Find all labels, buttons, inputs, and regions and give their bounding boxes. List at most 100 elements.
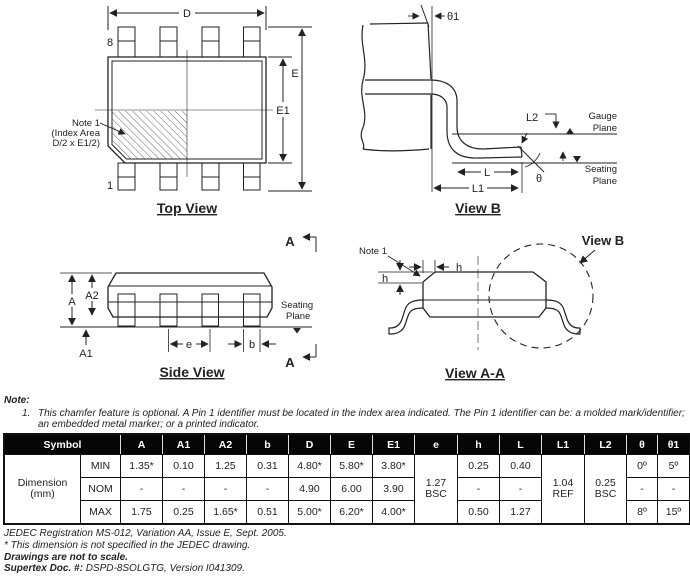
notes-section: Note: 1. This chamfer feature is optiona… — [4, 395, 686, 431]
cell-nom-L: - — [500, 477, 542, 500]
package-break-edge — [360, 24, 366, 150]
note1-callout: Note 1 — [359, 246, 387, 257]
dim-label-b: b — [249, 339, 255, 351]
cell-max-A: 1.75 — [121, 500, 163, 523]
cell-min-E1: 3.80* — [373, 454, 415, 477]
cell-max-E1: 4.00* — [373, 500, 415, 523]
cell-nom-theta: - — [627, 477, 658, 500]
table-row-max: MAX 1.75 0.25 1.65* 0.51 5.00* 6.20* 4.0… — [5, 500, 689, 523]
section-a-label-top: A — [285, 234, 295, 249]
dim-label-l1: L1 — [472, 183, 484, 195]
cell-nom-E1: 3.90 — [373, 477, 415, 500]
cell-nom-h: - — [458, 477, 500, 500]
left-lead-outline — [389, 299, 424, 329]
cell-min-D: 4.80* — [289, 454, 331, 477]
table-row-min: Dimension (mm) MIN 1.35* 0.10 1.25 0.31 … — [5, 454, 689, 523]
dim-label-theta: θ — [536, 173, 542, 185]
dim-label-theta1: θ1 — [447, 11, 459, 23]
seating-plane-label-1: Seating — [281, 300, 313, 311]
col-header-L: L — [500, 435, 542, 454]
note-text: This chamfer feature is optional. A Pin … — [38, 407, 685, 431]
note-title: Note: — [4, 395, 30, 406]
side-view-caption: Side View — [159, 364, 224, 380]
row-group-label: Dimension (mm) — [5, 454, 81, 523]
cell-max-theta1: 15º — [658, 500, 689, 523]
dim-label-d: D — [183, 8, 191, 20]
view-b-pointer-label: View B — [582, 233, 624, 248]
package-section-outline — [422, 271, 547, 318]
row-label-max: MAX — [81, 500, 121, 523]
right-lead-outline — [545, 299, 580, 329]
cell-max-A1: 0.25 — [163, 500, 205, 523]
cell-min-A1: 0.10 — [163, 454, 205, 477]
cell-min-theta: 0º — [627, 454, 658, 477]
table-row-nom: NOM - - - - 4.90 6.00 3.90 - - - - — [5, 477, 689, 500]
cell-max-D: 5.00* — [289, 500, 331, 523]
not-to-scale-note: Drawings are not to scale. — [4, 551, 128, 563]
jedec-registration-note: JEDEC Registration MS-012, Variation AA,… — [4, 528, 287, 539]
col-header-A: A — [121, 435, 163, 454]
dim-label-l: L — [484, 167, 490, 179]
row-label-nom: NOM — [81, 477, 121, 500]
col-header-L1: L1 — [542, 435, 585, 454]
index-area-hatch — [112, 111, 187, 159]
gauge-plane-label-2: Plane — [593, 123, 617, 134]
col-header-A1: A1 — [163, 435, 205, 454]
cell-span-l2: 0.25 BSC — [585, 454, 627, 523]
cell-nom-D: 4.90 — [289, 477, 331, 500]
table-header-row: Symbol A A1 A2 b D E E1 e h L L1 L2 θ θ1 — [5, 435, 689, 454]
cell-min-theta1: 5º — [658, 454, 689, 477]
top-view-caption: Top View — [157, 200, 217, 216]
col-header-b: b — [247, 435, 289, 454]
section-a-label-bottom: A — [285, 355, 295, 370]
dim-label-a: A — [68, 296, 76, 308]
note-number: 1. — [22, 407, 31, 419]
top-view-drawing: D E1 E 8 1 Note 1 (Index Area D/2 x E1/2… — [51, 6, 312, 216]
dim-label-e: E — [291, 68, 298, 80]
cell-max-theta: 8º — [627, 500, 658, 523]
note1-callout-line3: D/2 x E1/2) — [52, 138, 100, 149]
row-label-min: MIN — [81, 454, 121, 477]
pin1-label: 1 — [107, 180, 113, 192]
dimensions-table: Symbol A A1 A2 b D E E1 e h L L1 L2 θ θ1… — [3, 433, 690, 525]
seating-plane-label-1: Seating — [585, 164, 617, 175]
col-header-e: e — [415, 435, 458, 454]
cell-nom-A: - — [121, 477, 163, 500]
cell-max-A2: 1.65* — [205, 500, 247, 523]
cell-min-A: 1.35* — [121, 454, 163, 477]
doc-number-line: Supertex Doc. #: DSPD-8SOLGTG, Version I… — [4, 563, 686, 575]
col-header-L2: L2 — [585, 435, 627, 454]
lead-outline — [430, 79, 522, 150]
side-view-drawing: A A2 A1 e b Seating Plane A A Side View — [60, 233, 317, 380]
col-header-h: h — [458, 435, 500, 454]
seating-plane-label-2: Plane — [286, 311, 310, 322]
cell-max-b: 0.51 — [247, 500, 289, 523]
pin8-label: 8 — [107, 37, 113, 49]
cell-min-h: 0.25 — [458, 454, 500, 477]
dim-label-e: e — [186, 339, 192, 351]
col-header-E: E — [331, 435, 373, 454]
view-b-detail-circle — [488, 243, 594, 349]
view-b-drawing: θ1 L2 Gauge Plane Seating Plane θ L L1 V… — [360, 4, 617, 216]
dim-label-e1: E1 — [276, 105, 289, 117]
cell-span-e: 1.27 BSC — [415, 454, 458, 523]
cell-span-l1: 1.04 REF — [542, 454, 585, 523]
col-header-symbol: Symbol — [5, 435, 121, 454]
package-body-outline — [107, 272, 273, 318]
dim-label-h-horizontal: h — [456, 262, 462, 274]
note1-callout-line2: (Index Area — [51, 128, 100, 139]
cell-min-L: 0.40 — [500, 454, 542, 477]
cell-max-h: 0.50 — [458, 500, 500, 523]
doc-number-value: DSPD-8SOLGTG, Version I041309. — [85, 563, 245, 575]
seating-plane-label-2: Plane — [593, 176, 617, 187]
cell-nom-theta1: - — [658, 477, 689, 500]
package-body-outline — [107, 56, 267, 164]
cell-max-E: 6.20* — [331, 500, 373, 523]
col-header-theta: θ — [627, 435, 658, 454]
dim-label-a2: A2 — [85, 290, 98, 302]
note1-callout-line1: Note 1 — [72, 118, 100, 129]
cell-nom-E: 6.00 — [331, 477, 373, 500]
dim-label-h-vertical: h — [382, 273, 388, 285]
dim-label-l2: L2 — [526, 112, 538, 124]
cell-max-L: 1.27 — [500, 500, 542, 523]
